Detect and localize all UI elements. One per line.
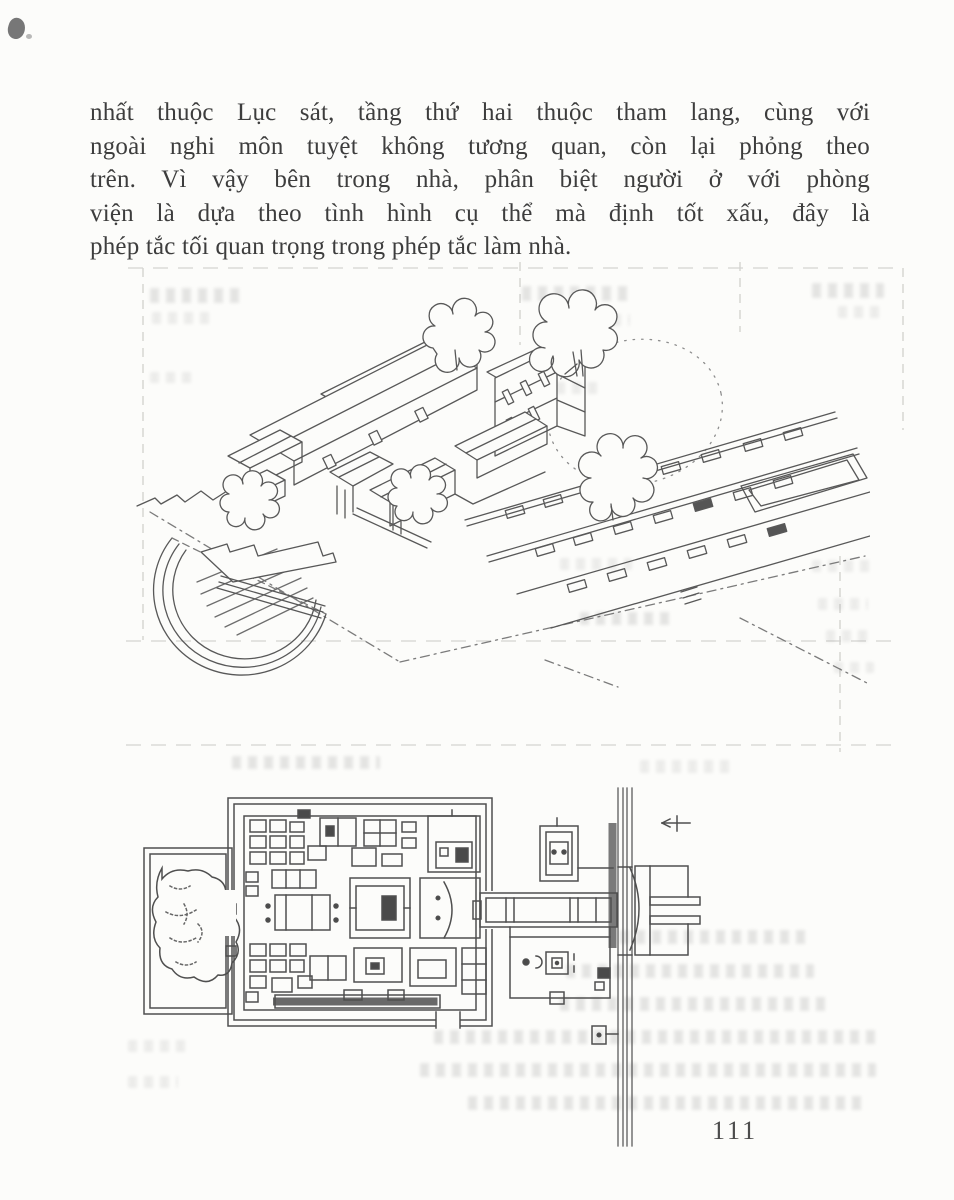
paragraph-line: phép tắc tối quan trọng trong phép tắc l… bbox=[90, 233, 572, 261]
pond-walkway bbox=[200, 541, 337, 619]
street-screen-curve bbox=[629, 867, 640, 951]
paragraph-line: ngoài nghi môn tuyệt không tương quan, c… bbox=[90, 132, 870, 160]
page-number: 111 bbox=[712, 1116, 759, 1145]
paragraph-line: trên. Vì vậy bên trong nhà, phân biệt ng… bbox=[90, 166, 870, 194]
figure-site-plan bbox=[140, 786, 902, 1148]
body-paragraph: nhất thuộc Lục sát, tầng thứ hai thuộc t… bbox=[90, 96, 870, 264]
central-axis-halls bbox=[265, 877, 481, 940]
trees bbox=[219, 289, 659, 531]
foundation-grid bbox=[464, 411, 870, 629]
ground-plane-outline bbox=[149, 511, 870, 688]
south-detached-building bbox=[509, 936, 611, 1005]
south-halls bbox=[273, 947, 487, 1009]
rockery-annex bbox=[143, 847, 241, 1015]
figure-isometric-complex bbox=[125, 260, 870, 688]
street bbox=[608, 787, 640, 1147]
dotted-ellipse bbox=[546, 338, 724, 486]
northwest-rooms bbox=[245, 809, 417, 897]
street-gatehouses bbox=[591, 967, 619, 1045]
site-plan-drawing bbox=[143, 787, 701, 1147]
scan-speck-small bbox=[26, 34, 32, 39]
moon-gate-curve bbox=[442, 880, 453, 940]
paragraph-line: viện là dựa theo tình hình cụ thể mà địn… bbox=[90, 199, 870, 227]
northeast-detached-building bbox=[539, 817, 614, 882]
northeast-court bbox=[427, 809, 481, 873]
compass-icon bbox=[660, 815, 691, 832]
street-plaza bbox=[634, 865, 701, 956]
shoreline bbox=[136, 490, 238, 507]
southwest-rooms bbox=[245, 943, 347, 1003]
isometric-complex-drawing bbox=[136, 289, 870, 688]
paragraph-line: nhất thuộc Lục sát, tầng thứ hai thuộc t… bbox=[90, 99, 870, 126]
